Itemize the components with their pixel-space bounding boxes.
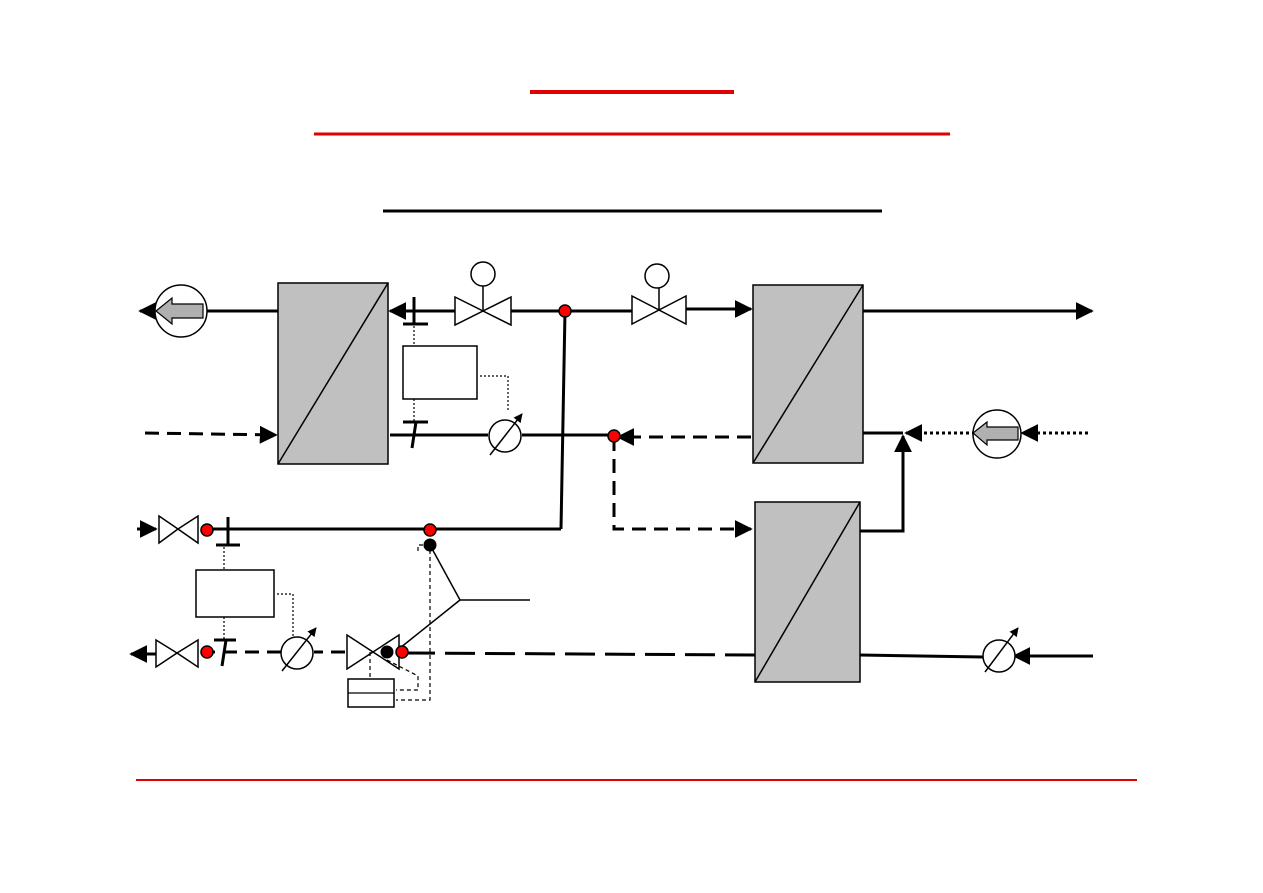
heat-exchanger-bottom-right [754, 501, 861, 683]
signal-line [480, 375, 509, 412]
pump-icon [488, 413, 523, 456]
control-valve-icon [631, 263, 687, 326]
pump-icon [982, 627, 1019, 673]
fan-icon [972, 409, 1022, 459]
pipe-bottom-right [859, 653, 984, 659]
sensor-node [380, 645, 394, 659]
pipe-cross-dashed [612, 437, 753, 538]
node-mid [607, 429, 621, 443]
control-valve-icon [454, 261, 512, 327]
fan-icon [154, 284, 208, 338]
sensor-node [423, 538, 437, 552]
actuator-box [347, 678, 395, 708]
node-return-left [200, 645, 214, 659]
controller-box-upper [402, 345, 478, 400]
linkage-arm [429, 544, 530, 601]
controller-box-lower [195, 569, 275, 618]
node-top [558, 304, 572, 318]
pump-icon [280, 627, 317, 672]
pipe-inlet-dashed [144, 425, 278, 444]
pipe-riser [559, 310, 567, 530]
node-return-valve [395, 645, 409, 659]
pipe-hx-bottom-up [860, 434, 912, 533]
signal-dashed [386, 659, 419, 691]
node-feed-left [200, 523, 214, 537]
gate-valve-icon [158, 514, 199, 545]
pipe-return-long [404, 651, 756, 657]
node-feed-mid [423, 523, 437, 537]
signal-line [277, 593, 294, 640]
heat-exchanger-left [277, 282, 389, 465]
gate-valve-icon [155, 638, 199, 669]
signal-dashed [396, 550, 431, 701]
heat-exchanger-top-right [752, 284, 864, 464]
